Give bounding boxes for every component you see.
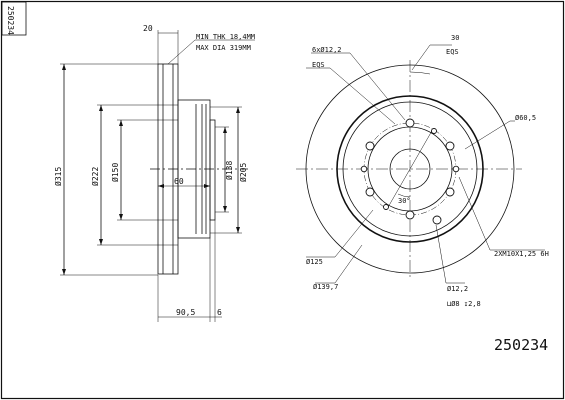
small-hole-2 bbox=[383, 204, 389, 210]
dim-60: 60 bbox=[174, 177, 184, 186]
part-number-bottom: 250234 bbox=[494, 336, 548, 354]
dim-150: Ø150 bbox=[110, 163, 120, 182]
bolt-hole-4 bbox=[405, 210, 415, 220]
dim-222: Ø222 bbox=[90, 167, 100, 186]
note-eqs-right: EQS bbox=[446, 48, 459, 56]
note-counterbore: ⊔Ø8 ↧2,8 bbox=[447, 300, 481, 308]
hub-flange bbox=[209, 119, 216, 221]
small-hole-3 bbox=[432, 215, 442, 225]
dim-139-7: Ø139,7 bbox=[313, 283, 338, 291]
bolt-hole-5 bbox=[365, 187, 375, 197]
dim-bottom-6: 6 bbox=[217, 308, 222, 317]
bolt-hole-3 bbox=[445, 187, 455, 197]
note-eqs-left: EQS bbox=[312, 61, 325, 69]
dim-205: Ø205 bbox=[238, 163, 248, 182]
bolt-hole-1 bbox=[405, 118, 415, 128]
side-view bbox=[60, 30, 255, 322]
thread-hole-1 bbox=[452, 165, 460, 173]
part-number-top: 250234 bbox=[6, 6, 15, 35]
bolt-hole-2 bbox=[445, 141, 455, 151]
small-hole-1 bbox=[431, 128, 437, 134]
side-view-arrows bbox=[62, 64, 240, 275]
dim-top-20: 20 bbox=[143, 24, 153, 33]
dim-60-5: Ø60,5 bbox=[515, 114, 536, 122]
note-max-diameter: MAX DIA 319MM bbox=[196, 44, 251, 52]
thread-hole-2 bbox=[360, 165, 368, 173]
angle-center-30: 30° bbox=[398, 197, 411, 205]
dim-138: Ø138 bbox=[224, 161, 234, 180]
note-min-thickness: MIN THK 18,4MM bbox=[196, 33, 255, 41]
dim-bottom-90-5: 90,5 bbox=[176, 308, 195, 317]
dim-315: Ø315 bbox=[53, 167, 63, 186]
bolt-hole-6 bbox=[365, 141, 375, 151]
note-holes: 6xØ12,2 bbox=[312, 46, 342, 54]
dim-12-2: Ø12,2 bbox=[447, 285, 468, 293]
front-view bbox=[296, 44, 545, 284]
angle-top-30: 30 bbox=[451, 34, 459, 42]
part-number-tag-top: 250234 bbox=[1, 1, 27, 36]
note-thread: 2XM10X1,25 6H bbox=[494, 250, 549, 258]
dim-125: Ø125 bbox=[306, 258, 323, 266]
bolt-holes bbox=[360, 118, 460, 225]
